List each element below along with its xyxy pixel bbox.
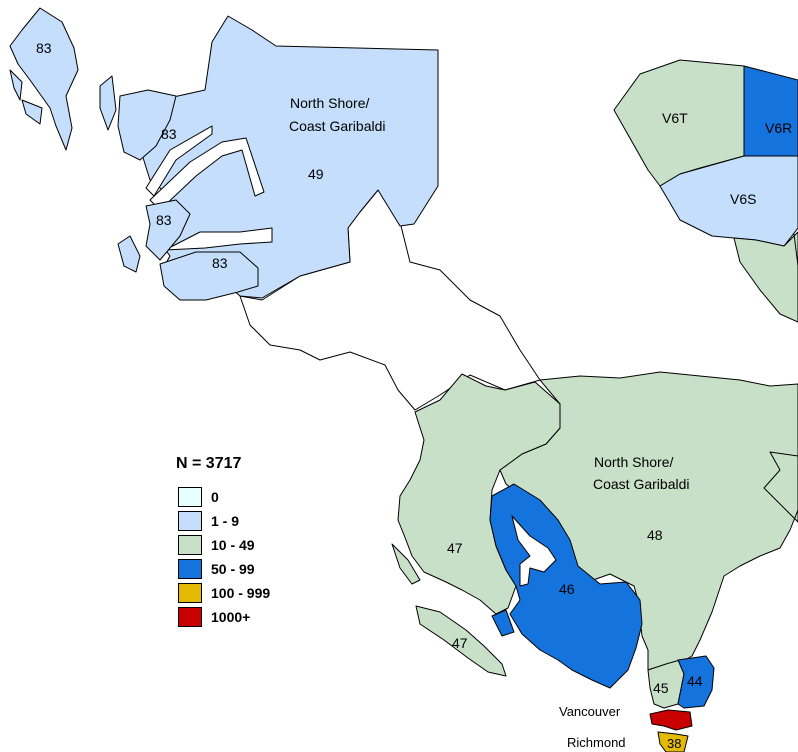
legend-item: 1000+ [178,605,270,628]
inset-border-line [793,233,798,267]
label-east-45-value: 45 [653,680,669,696]
label-west-inlet-c-value: 83 [212,255,228,271]
region-vancouver[interactable] [649,709,693,731]
region-west-islet-c[interactable] [99,75,117,131]
legend-label: 50 - 99 [211,560,255,577]
region-west-islet-b[interactable] [21,99,43,125]
label-richmond: Richmond [567,735,626,750]
region-west-inlet-b[interactable] [145,199,191,261]
legend-item: 100 - 999 [178,581,270,604]
legend-label: 0 [211,488,219,505]
region-east-island-sliver[interactable] [391,543,421,585]
legend-label: 100 - 999 [211,584,271,601]
label-east-blue-value: 46 [559,581,575,597]
legend-label: 1000+ [211,608,251,625]
inset-south[interactable] [733,231,798,323]
region-richmond[interactable] [657,731,689,752]
region-east-blue-islet[interactable] [491,609,515,637]
legend-label: 1 - 9 [211,512,240,529]
label-west-main-value: 49 [308,166,324,182]
region-west-islet-d[interactable] [117,235,141,273]
legend-swatch [178,606,202,627]
legend: N = 3717 0 1 - 9 10 - 49 50 - 99 100 - 999 10… [176,455,270,629]
legend-swatch [178,582,202,603]
water-inlet-2 [149,137,265,211]
legend-label: 10 - 49 [211,536,255,553]
label-inset-v6t: V6T [662,110,688,126]
label-inset-v6r: V6R [765,120,792,136]
label-richmond-value: 38 [667,736,681,751]
label-west-islands-value: 83 [36,40,52,56]
legend-swatch [178,510,202,531]
region-east-island[interactable] [415,605,507,677]
region-west-inlet-a[interactable] [117,89,177,161]
label-east-main-name-1: North Shore/ [594,454,673,470]
legend-swatch [178,558,202,579]
legend-swatch [178,486,202,507]
water-inlet-1 [164,227,273,251]
region-west-islands[interactable] [9,7,79,151]
legend-item: 1 - 9 [178,509,270,532]
region-west-inlet-c[interactable] [159,251,259,301]
legend-rows: 0 1 - 9 10 - 49 50 - 99 100 - 999 1000+ [178,485,270,628]
label-west-inlet-b-value: 83 [156,212,172,228]
legend-item: 10 - 49 [178,533,270,556]
legend-n-value: 3717 [205,455,242,472]
label-east-main-name-2: Coast Garibaldi [593,476,690,492]
inset-v6r[interactable] [743,65,798,157]
legend-title: N = 3717 [176,455,270,473]
legend-item: 0 [178,485,270,508]
label-vancouver: Vancouver [559,704,621,719]
legend-n-label: N = [176,455,202,472]
label-west-main-name-2: Coast Garibaldi [289,118,386,134]
label-west-main-name-1: North Shore/ [290,95,369,111]
region-east-44[interactable] [677,655,715,709]
water-inlet-3 [145,125,213,197]
legend-swatch [178,534,202,555]
label-east-main-value: 48 [647,527,663,543]
region-west-islet-a[interactable] [9,69,23,101]
label-east-west-value: 47 [447,540,463,556]
label-inset-v6s: V6S [730,191,756,207]
label-west-inlet-a-value: 83 [161,126,177,142]
label-east-44-value: 44 [687,673,703,689]
water-inlet-east [511,515,557,587]
label-east-island-value: 47 [452,635,468,651]
legend-item: 50 - 99 [178,557,270,580]
